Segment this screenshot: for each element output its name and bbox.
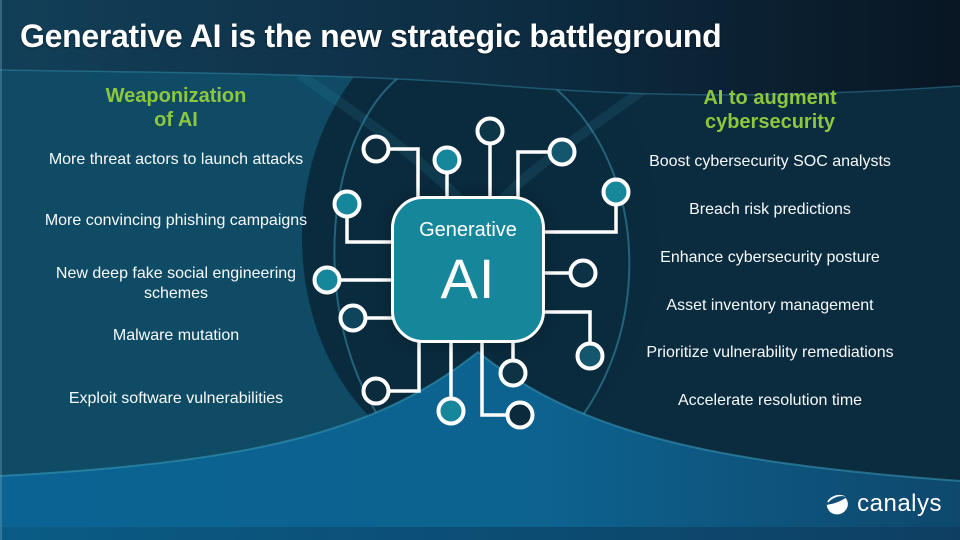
circuit-node-icon bbox=[432, 145, 462, 175]
circuit-node-icon bbox=[312, 265, 342, 295]
right-item-soc-analysts: Boost cybersecurity SOC analysts bbox=[649, 153, 891, 170]
right-item-resolution-time: Accelerate resolution time bbox=[677, 392, 863, 409]
circuit-node-icon bbox=[436, 396, 466, 426]
circuit-node-icon bbox=[338, 303, 368, 333]
circuit-node-icon bbox=[575, 341, 605, 371]
circuit-node-icon bbox=[361, 134, 391, 164]
left-item-threat-actors: More threat actors to launch attacks bbox=[48, 151, 304, 168]
right-header-line2: cybersecurity bbox=[704, 111, 836, 133]
title-bar: Generative AI is the new strategic battl… bbox=[0, 0, 960, 74]
generative-ai-chip: Generative AI bbox=[391, 196, 545, 343]
slide-title: Generative AI is the new strategic battl… bbox=[20, 18, 722, 54]
brand-name: canalys bbox=[857, 490, 942, 517]
left-item-phishing: More convincing phishing campaigns bbox=[44, 212, 308, 229]
circuit-node-icon bbox=[547, 137, 577, 167]
right-header-line1: AI to augment bbox=[703, 87, 837, 109]
title-band bbox=[0, 0, 960, 95]
circuit-traces bbox=[340, 144, 618, 417]
left-item-malware: Malware mutation bbox=[112, 327, 240, 344]
left-dark-blob bbox=[0, 0, 410, 540]
right-column-header: AI to augment cybersecurity bbox=[610, 86, 930, 134]
brand-logo: canalys bbox=[824, 490, 942, 518]
circuit-node-icon bbox=[505, 400, 535, 430]
chip-main-label: AI bbox=[440, 247, 496, 310]
right-item-asset-inventory: Asset inventory management bbox=[666, 297, 874, 314]
right-dark-blob bbox=[544, 0, 960, 540]
circuit-nodes bbox=[312, 116, 631, 430]
left-column: Weaponization of AI More threat actors t… bbox=[41, 84, 311, 444]
left-header-line1: Weaponization bbox=[105, 85, 247, 107]
right-item-posture: Enhance cybersecurity posture bbox=[660, 249, 880, 266]
circuit-node-icon bbox=[475, 116, 505, 146]
left-edge-highlight bbox=[0, 0, 2, 540]
chip-top-label: Generative bbox=[419, 219, 517, 241]
canalys-logo-icon bbox=[826, 494, 848, 515]
left-item-deep-fake: New deep fake social engineering schemes bbox=[55, 265, 297, 302]
bottom-band-edge bbox=[0, 350, 960, 482]
title-band-edge bbox=[0, 69, 960, 96]
circuit-node-icon bbox=[601, 177, 631, 207]
circuit-node-icon bbox=[361, 376, 391, 406]
right-column: AI to augment cybersecurity Boost cybers… bbox=[610, 86, 930, 446]
footer-bar bbox=[0, 527, 960, 540]
left-header-line2: of AI bbox=[154, 109, 198, 131]
right-item-breach-risk: Breach risk predictions bbox=[689, 201, 851, 218]
bottom-bright-band bbox=[0, 352, 960, 540]
circuit-node-icon bbox=[332, 189, 362, 219]
left-item-exploit: Exploit software vulnerabilities bbox=[68, 390, 284, 407]
right-item-vulnerability: Prioritize vulnerability remediations bbox=[646, 344, 894, 361]
circuit-node-icon bbox=[568, 258, 598, 288]
circuit-node-icon bbox=[498, 358, 528, 388]
left-column-header: Weaponization of AI bbox=[41, 84, 311, 132]
